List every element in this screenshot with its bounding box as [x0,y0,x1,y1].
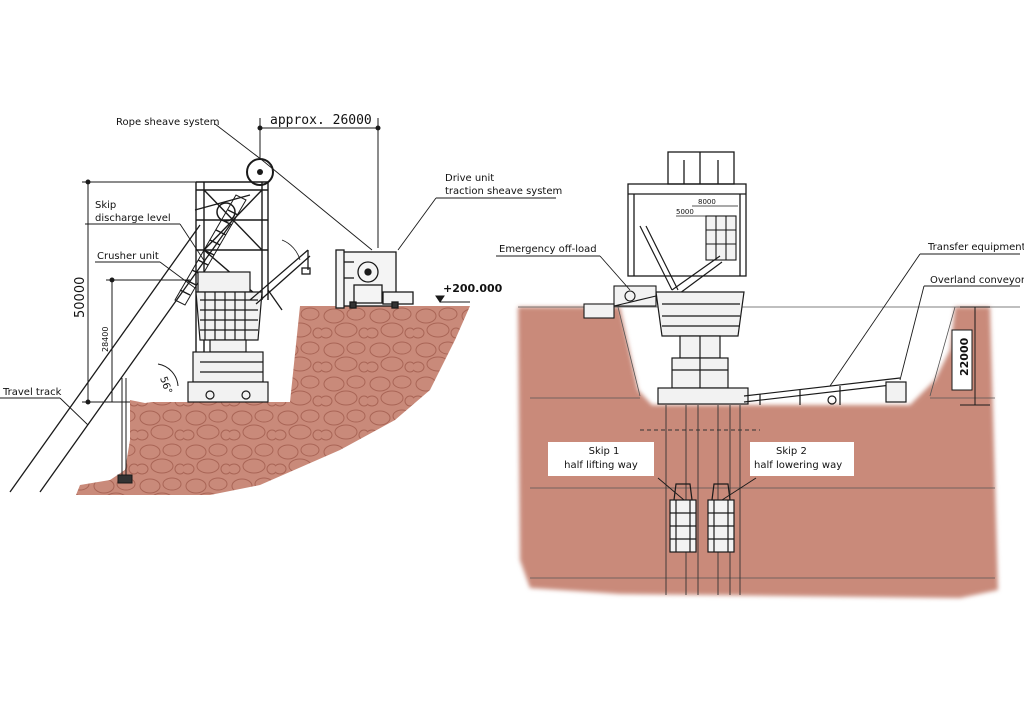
elevation-label: +200.000 [443,282,503,295]
right-crusher-body [655,291,749,405]
drive-unit [335,249,414,309]
depth-dimension [951,306,990,406]
right-view: Emergency off-load Transfer equipment Ov… [496,151,1024,598]
crusher-unit-body [187,271,269,403]
overland-conveyor-label: Overland conveyor [930,275,1024,286]
skip-discharge-label-1: Skip [95,200,116,211]
right-crane-arm [639,225,723,297]
upper-skip [705,215,737,261]
skip-2 [707,483,735,553]
inner-height-dimension-label: 28400 [101,327,110,352]
skip2-label-2: half lowering way [754,460,842,471]
right-leader-lines [496,253,1020,501]
approx-dimension-label: approx. 26000 [270,113,372,128]
crane-arm [249,239,311,311]
height-dimension-label: 50000 [73,277,88,318]
depth-dimension-label: 22000 [958,337,971,376]
skip1-label-box [548,442,654,476]
left-dimension-lines [82,118,470,405]
left-view: Rope sheave system approx. 26000 Drive u… [0,113,562,495]
emergency-offload [583,285,657,319]
drive-unit-label-1: Drive unit [445,173,494,184]
crusher-unit-label: Crusher unit [97,251,159,262]
emergency-offload-label: Emergency off-load [499,244,597,255]
rope-sheave-label: Rope sheave system [116,117,220,128]
right-ground-lines [518,306,1020,579]
skip1-label-1: Skip 1 [589,446,620,457]
headframe-dimensions [676,205,738,217]
skip-1 [669,483,697,553]
travel-track-label: Travel track [2,387,62,398]
headframe-building [627,151,747,277]
drive-unit-label-2: traction sheave system [445,186,562,197]
skip2-label-box [750,442,854,476]
left-rock-slope [76,306,470,495]
support-column [117,378,133,484]
skip-discharge-label-2: discharge level [95,213,171,224]
angle-label: 56° [157,375,173,395]
offset-dimension-label: 5000 [676,208,694,216]
skip1-label-2: half lifting way [564,460,638,471]
skip2-label-1: Skip 2 [776,446,807,457]
left-leader-lines [0,123,556,426]
width-dimension-label: 8000 [698,198,716,206]
transfer-equipment-label: Transfer equipment [927,242,1024,253]
transfer-conveyor [743,377,907,405]
rope-sheave-wheel-lower [216,202,236,222]
